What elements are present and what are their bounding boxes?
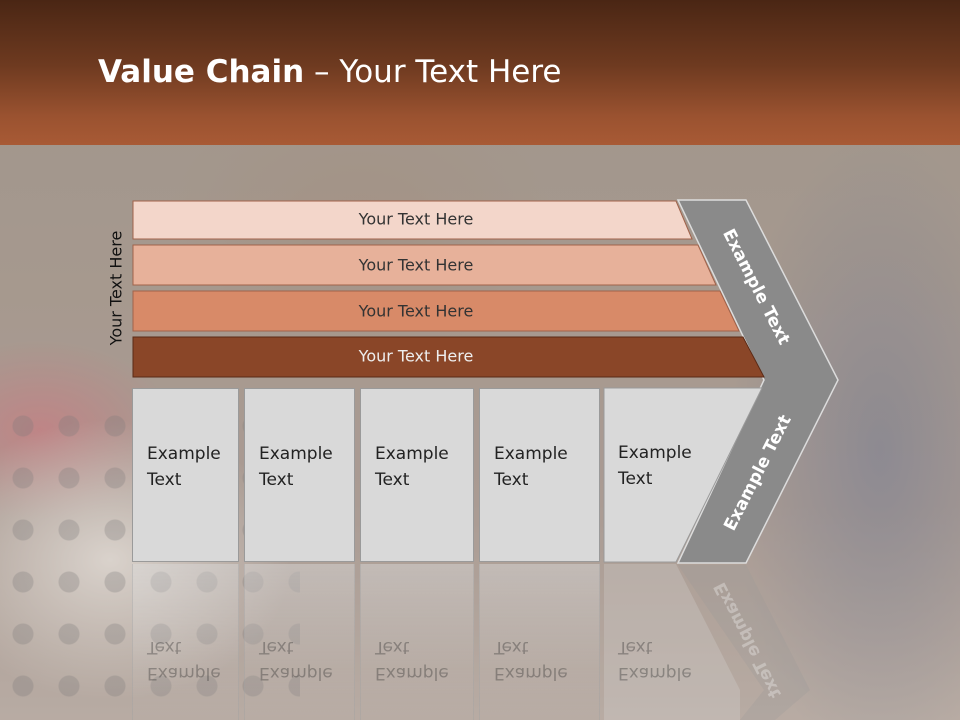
box-1[interactable]: Example Text xyxy=(132,388,239,562)
chevron-arrow-reflection xyxy=(678,565,810,720)
box-5-reflection xyxy=(604,564,740,720)
chevron-arrow[interactable] xyxy=(676,199,839,564)
box-4-label: Example Text xyxy=(494,444,568,490)
band-4[interactable] xyxy=(132,336,765,378)
band-3-label: Your Text Here xyxy=(358,302,474,321)
slide-title-rest: – Your Text Here xyxy=(304,54,562,90)
box-4[interactable]: Example Text xyxy=(479,388,600,562)
box-3[interactable]: Example Text xyxy=(360,388,474,562)
band-2[interactable] xyxy=(132,244,717,286)
box-1-reflection-label: Example Text xyxy=(147,637,221,683)
box-2-label: Example Text xyxy=(259,444,333,490)
band-4-label: Your Text Here xyxy=(358,347,474,366)
box-5-reflection-label: Example Text xyxy=(618,637,692,683)
box-1-reflection: Example Text xyxy=(132,564,239,720)
box-4-reflection-label: Example Text xyxy=(494,637,568,683)
box-3-reflection: Example Text xyxy=(360,564,474,720)
box-1-label: Example Text xyxy=(147,444,221,490)
slide-title[interactable]: Value Chain – Your Text Here xyxy=(98,54,561,90)
band-3[interactable] xyxy=(132,290,740,332)
box-3-reflection-label: Example Text xyxy=(375,637,449,683)
box-2-reflection-label: Example Text xyxy=(259,637,333,683)
slide-title-bold: Value Chain xyxy=(98,54,305,90)
box-3-label: Example Text xyxy=(375,444,449,490)
band-1-label: Your Text Here xyxy=(358,210,474,229)
header-band xyxy=(0,0,960,145)
band-2-label: Your Text Here xyxy=(358,256,474,275)
box-5-shape[interactable] xyxy=(603,387,763,563)
box-5-label: Example Text xyxy=(618,443,692,489)
band-1[interactable] xyxy=(132,200,693,240)
box-2[interactable]: Example Text xyxy=(244,388,355,562)
box-4-reflection: Example Text xyxy=(479,564,600,720)
box-2-reflection: Example Text xyxy=(244,564,355,720)
box-5-reflection-text: Example Text xyxy=(604,564,740,720)
